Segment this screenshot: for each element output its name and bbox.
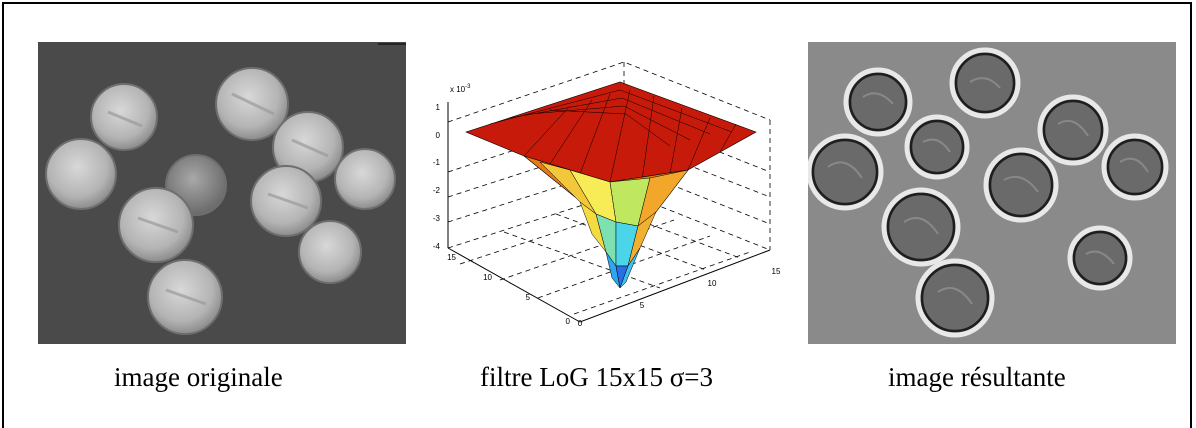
- original-image: [38, 42, 406, 344]
- coin-edge: [843, 67, 913, 137]
- z-tick: -4: [433, 242, 441, 251]
- coin-edge: [1037, 94, 1109, 166]
- coin-edge: [1067, 225, 1133, 291]
- result-image: [808, 42, 1176, 344]
- coin-edge: [983, 147, 1059, 223]
- z-tick: -1: [433, 158, 441, 167]
- coin-edge: [881, 187, 961, 267]
- z-multiplier-label: x 10-3: [450, 84, 471, 94]
- y-tick: 0: [566, 317, 571, 326]
- z-tick: 1: [436, 103, 441, 112]
- coin: [334, 148, 396, 210]
- coin-edge: [949, 47, 1021, 119]
- z-tick: 0: [436, 131, 441, 140]
- caption-result: image résultante: [888, 362, 1066, 392]
- caption-filter: filtre LoG 15x15 σ=3: [480, 362, 713, 392]
- coin-edge: [808, 133, 884, 211]
- y-tick: 5: [526, 293, 531, 302]
- x-tick: 15: [772, 267, 781, 276]
- coin-edge: [904, 114, 970, 180]
- y-tick: 15: [447, 253, 456, 262]
- coin-edge: [915, 258, 995, 338]
- caption-original: image originale: [114, 362, 283, 392]
- coin-edge: [1101, 133, 1169, 201]
- z-tick: -3: [433, 214, 441, 223]
- log-filter-plot: x 10-3 1 0 -1 -2 -3 -4 0 5 10 15 0 5 10 …: [420, 52, 790, 332]
- x-tick: 0: [578, 319, 583, 328]
- y-tick: 10: [483, 273, 492, 282]
- x-tick: 5: [640, 301, 645, 310]
- coin: [298, 220, 362, 284]
- coin: [45, 138, 117, 210]
- x-tick: 10: [708, 279, 717, 288]
- z-tick: -2: [433, 186, 441, 195]
